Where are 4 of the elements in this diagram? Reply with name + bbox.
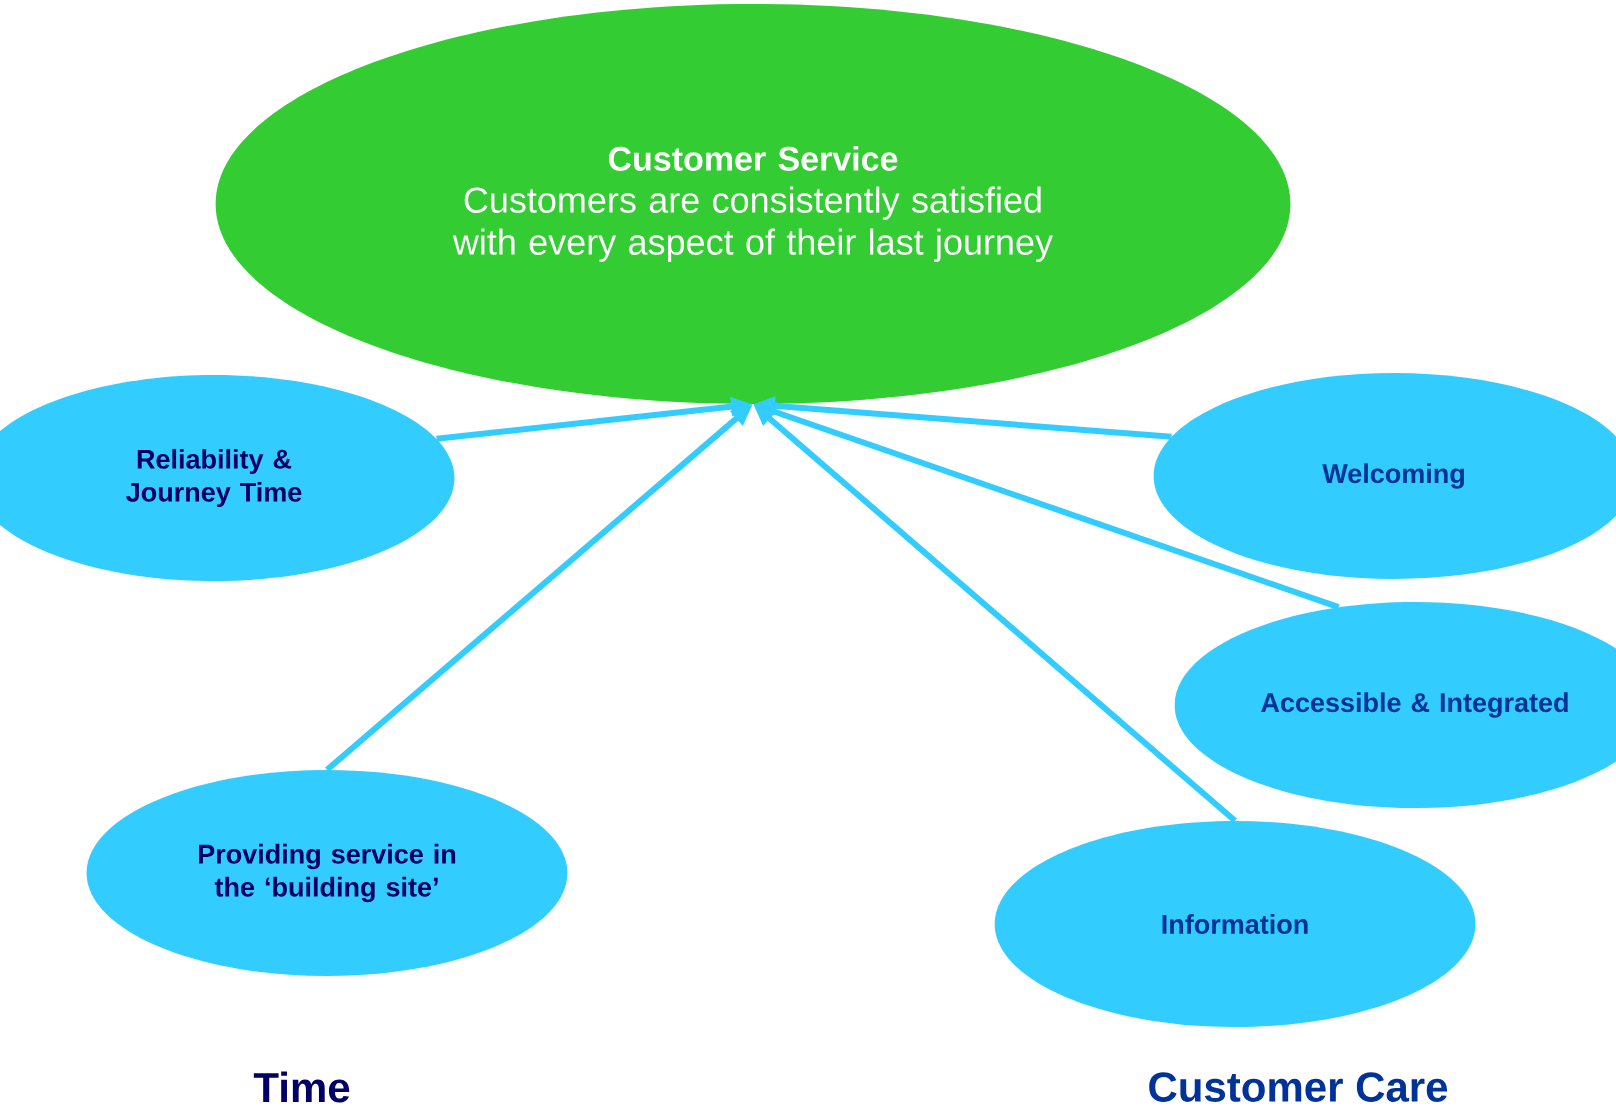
group-label: Customer Care — [1149, 1072, 1448, 1102]
group-label: Time — [253, 1071, 350, 1103]
ellipse-node: Providing service in the ‘building site’ — [86, 770, 568, 976]
ellipse-node: Information — [994, 821, 1476, 1027]
